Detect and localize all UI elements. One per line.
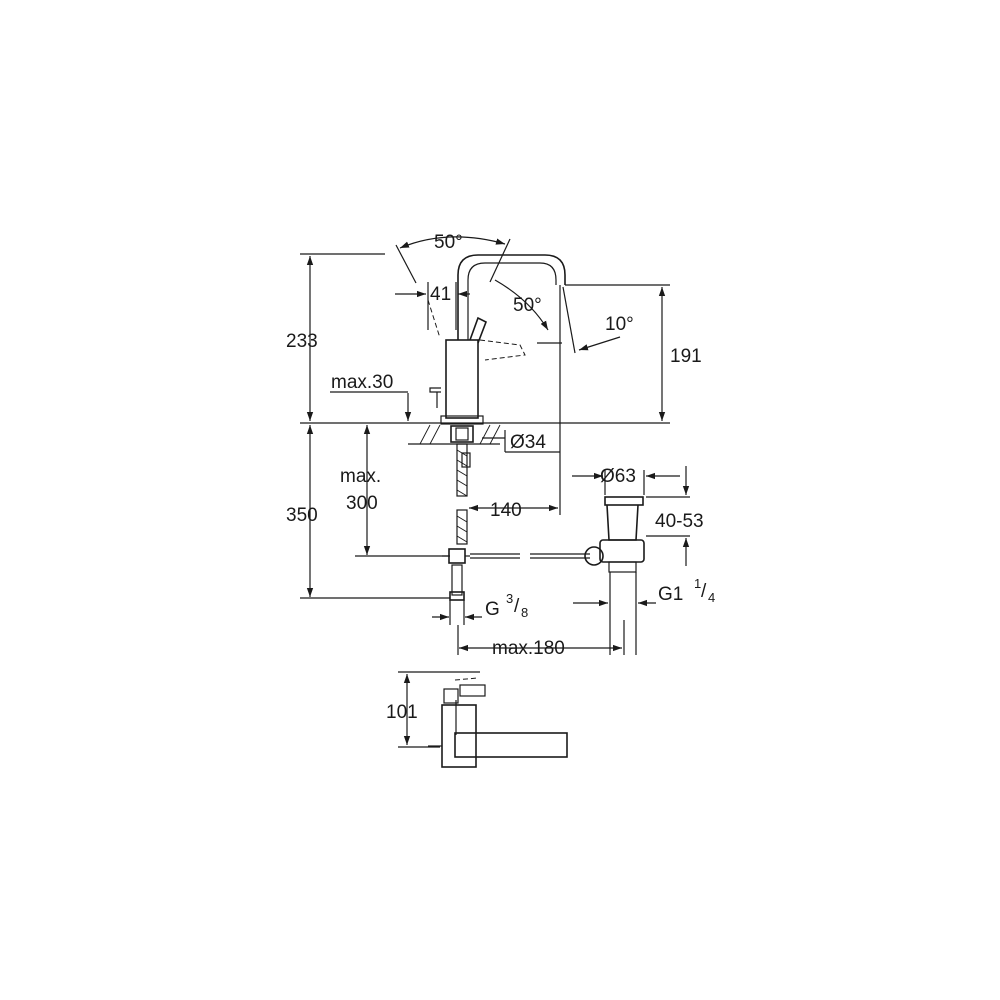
lever-angle-label: 50° xyxy=(513,295,542,316)
waste-range-label: 40-53 xyxy=(655,511,704,532)
total-height-label: 233 xyxy=(286,331,318,352)
top-view xyxy=(398,671,568,768)
deck-thickness-label: max.30 xyxy=(331,372,393,393)
spout-height-label: 191 xyxy=(670,346,702,367)
waste-thread-label: G1 xyxy=(658,584,683,605)
supply-hose xyxy=(456,443,471,545)
waste-thread-den-label: 4 xyxy=(708,590,715,605)
hose-max-label-a: max. xyxy=(340,466,381,487)
max-rod-label: max.180 xyxy=(492,638,565,659)
connection-g-label: G xyxy=(485,599,500,620)
connection-num-label: 3 xyxy=(506,591,513,606)
lever-width-label: 41 xyxy=(430,284,451,305)
top-view-depth-label: 101 xyxy=(386,702,418,723)
faucet-elevation xyxy=(300,236,670,625)
below-deck-label: 350 xyxy=(286,505,318,526)
base-diameter-label: Ø34 xyxy=(510,432,546,453)
waste-thread-slash: / xyxy=(701,581,707,602)
tilt-angle-label: 10° xyxy=(605,314,634,335)
projection-label: 140 xyxy=(490,500,522,521)
waste-diameter-label: Ø63 xyxy=(600,466,636,487)
waste-thread-num-label: 1 xyxy=(694,576,701,591)
pop-up-waste xyxy=(457,466,690,655)
connection-den-label: 8 xyxy=(521,605,528,620)
dimension-labels: 50° 41 50° 10° 233 191 max.30 Ø34 max. 3… xyxy=(286,232,715,723)
swivel-angle-label: 50° xyxy=(434,232,463,253)
hose-max-label-b: 300 xyxy=(346,493,378,514)
connection-slash: / xyxy=(514,596,520,617)
